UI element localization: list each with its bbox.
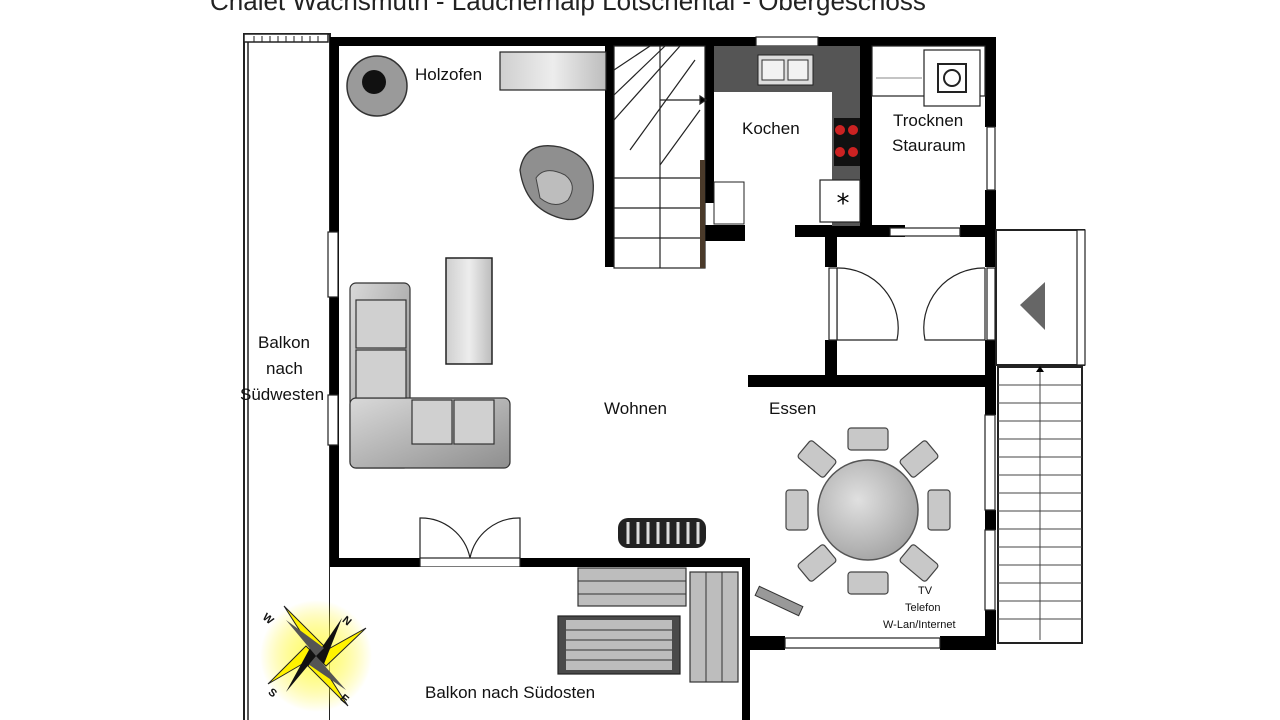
plan-title: Chalet Wachsmuth - Lauchernalp Lötschent…	[210, 0, 926, 16]
room-label-balkon-sw-1: Balkon	[258, 333, 310, 352]
room-label-holzofen: Holzofen	[415, 65, 483, 84]
room-label-balkon-sw-2: nach	[266, 359, 303, 378]
room-label-wohnen: Wohnen	[604, 399, 668, 418]
svg-text:*: *	[837, 189, 850, 219]
room-label-trocknen: Trocknen	[893, 111, 964, 130]
room-label-stauraum: Stauraum	[892, 136, 966, 155]
amenity-tv: TV	[918, 585, 933, 597]
radiator	[618, 518, 706, 548]
wood-stove	[346, 55, 408, 117]
walls	[330, 37, 996, 720]
dining-set	[785, 427, 951, 595]
drying-room	[871, 45, 986, 107]
outside-stairs	[997, 366, 1083, 644]
room-label-essen: Essen	[769, 399, 817, 418]
amenity-internet: W-Lan/Internet	[883, 619, 956, 631]
corner-sofa	[349, 282, 511, 469]
room-label-balkon-sw-3: Südwesten	[240, 385, 325, 404]
room-label-kochen: Kochen	[742, 119, 800, 138]
coffee-table	[445, 257, 493, 365]
balcony-southeast	[330, 567, 742, 720]
compass-rose-icon	[260, 600, 372, 712]
amenity-telefon: Telefon	[905, 602, 941, 614]
doors	[419, 267, 996, 559]
tv-stand	[754, 585, 804, 617]
inside-staircase	[613, 45, 708, 269]
entrance-landing	[995, 229, 1086, 366]
armchair	[519, 145, 594, 221]
windows	[327, 36, 996, 649]
room-label-balkon-so: Balkon nach Südosten	[425, 683, 596, 702]
kitchen-counters: *	[713, 46, 861, 226]
sideboard	[499, 51, 607, 91]
